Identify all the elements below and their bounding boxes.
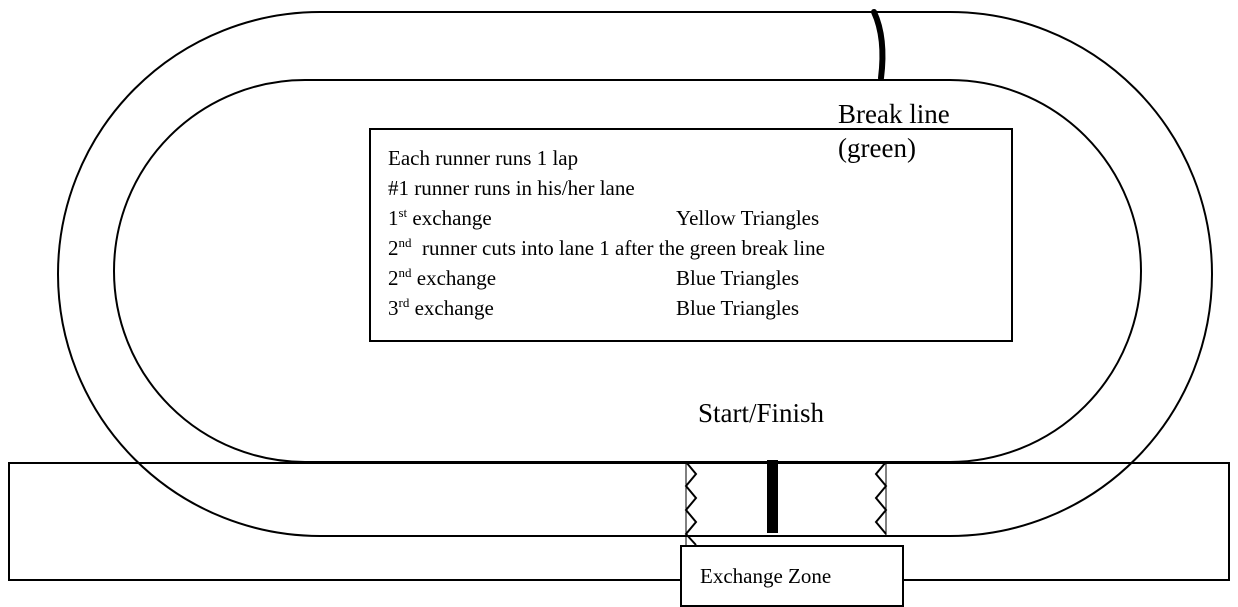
ordinal-suffix: rd [398, 295, 410, 310]
instruction-line-6: 3rd exchange [388, 295, 494, 320]
break-line-label-line2: (green) [838, 133, 916, 163]
instruction-text: runner cuts into lane 1 after the green … [411, 236, 825, 260]
instruction-line-3-right: Yellow Triangles [676, 206, 820, 230]
inner-track-oval [113, 79, 1142, 463]
instruction-line-2: #1 runner runs in his/her lane [388, 176, 635, 200]
ordinal-suffix: nd [398, 265, 412, 280]
instruction-line-1: Each runner runs 1 lap [388, 146, 579, 170]
outer-track-oval [57, 11, 1213, 537]
instruction-text: exchange [407, 206, 492, 230]
exchange-triangles-right [874, 461, 888, 535]
ordinal-suffix: nd [398, 235, 412, 250]
ordinal-number: 1 [388, 206, 399, 230]
break-line-mark [871, 9, 886, 81]
instruction-line-5-right: Blue Triangles [676, 266, 800, 290]
instruction-line-5: 2nd exchange [388, 265, 497, 290]
ordinal-number: 2 [388, 266, 399, 290]
ordinal-number: 2 [388, 236, 399, 260]
ordinal-number: 3 [388, 296, 399, 320]
bottom-straight-rect [8, 462, 1230, 581]
break-line-label: Break line (green) [838, 97, 950, 165]
instruction-line-3: 1st exchange [388, 205, 492, 230]
break-line-label-line1: Break line [838, 99, 950, 129]
exchange-zone-label: Exchange Zone [700, 564, 832, 588]
instruction-line-4: 2nd runner cuts into lane 1 after the gr… [388, 235, 825, 260]
instruction-text: exchange [409, 296, 494, 320]
start-finish-label: Start/Finish [698, 398, 825, 428]
instructions-box [369, 128, 1013, 342]
exchange-triangles-left [684, 461, 698, 546]
instruction-text: exchange [411, 266, 497, 290]
start-finish-line [767, 460, 778, 533]
ordinal-suffix: st [398, 205, 408, 220]
instruction-line-6-right: Blue Triangles [676, 296, 800, 320]
exchange-zone-box [680, 545, 904, 607]
